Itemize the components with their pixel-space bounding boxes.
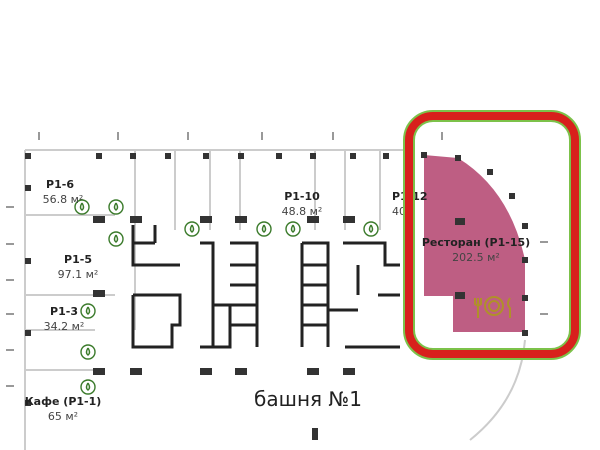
restaurant-area[interactable] [424, 155, 525, 332]
unit-area: 65 м² [48, 410, 78, 423]
water-drop-icon [74, 199, 90, 215]
tower-label: башня №1 [254, 387, 362, 411]
water-drop-icon [108, 199, 124, 215]
unit-area: 97.1 м² [58, 268, 99, 281]
unit-name: Кафе (P1-1) [25, 395, 102, 408]
unit-area: 40 [392, 205, 406, 218]
water-drop-icon [285, 221, 301, 237]
unit-name: Ресторан (P1-15) [422, 236, 530, 249]
water-drop-icon [184, 221, 200, 237]
water-drop-icon [80, 303, 96, 319]
water-drop-icon [80, 344, 96, 360]
unit-area: 34.2 м² [44, 320, 85, 333]
plate-cutlery-icon [474, 296, 511, 318]
unit-name: P1-5 [64, 253, 92, 266]
water-drop-icon [80, 379, 96, 395]
water-drop-icon [256, 221, 272, 237]
unit-area: 202.5 м² [452, 251, 500, 264]
water-drop-icon [108, 231, 124, 247]
core-walls [131, 225, 400, 349]
columns [25, 153, 389, 440]
unit-area: 48.8 м² [282, 205, 323, 218]
unit-name: P1-10 [284, 190, 320, 203]
entry-arrows [6, 132, 548, 387]
unit-area: 56.8 м² [43, 193, 84, 206]
water-drop-icons [74, 199, 379, 395]
water-drop-icon [363, 221, 379, 237]
restaurant-columns [421, 152, 528, 336]
unit-name: P1-3 [50, 305, 78, 318]
highlight-frame-inner [405, 112, 579, 358]
unit-name: P1-6 [46, 178, 74, 191]
